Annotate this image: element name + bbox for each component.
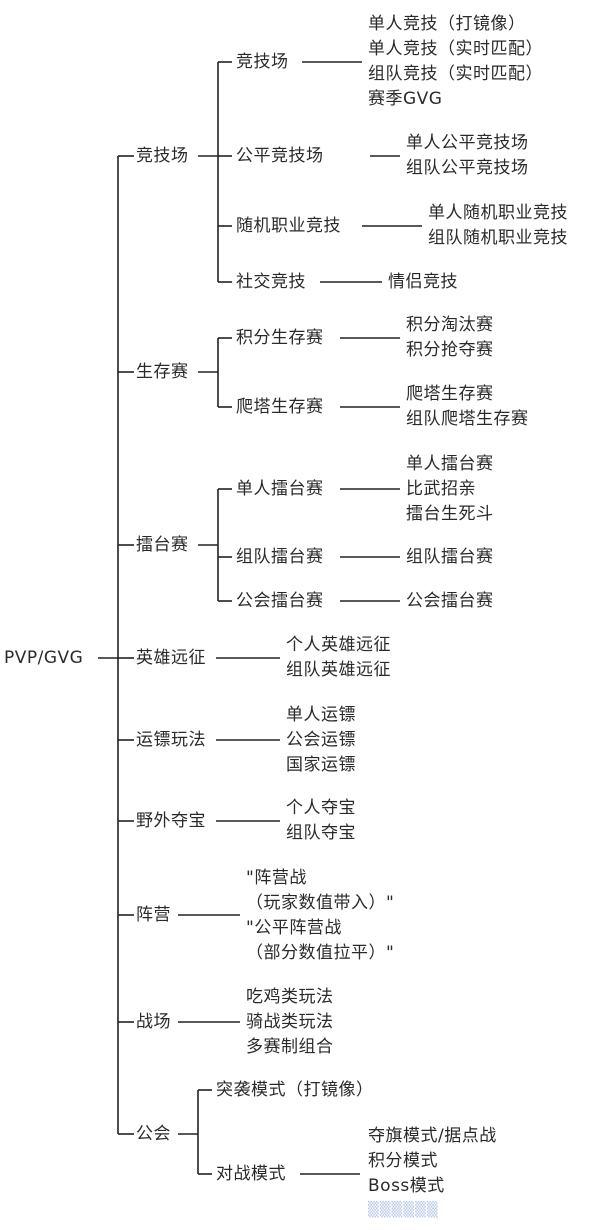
- leaf-item: 情侣竞技: [388, 272, 458, 292]
- leaf-item: 骑战类玩法: [246, 1012, 334, 1032]
- leaf-item: 组队竞技（实时匹配）: [368, 64, 543, 84]
- node-duizhan: 对战模式: [216, 1164, 286, 1184]
- leaf-item: 组队公平竞技场: [406, 158, 529, 178]
- node-leitai: 擂台赛: [136, 535, 189, 555]
- watermark: ▒▒▒▒▒▒: [368, 1202, 439, 1218]
- leaf-item: 积分模式: [368, 1151, 438, 1171]
- node-tuxi: 突袭模式（打镜像）: [216, 1080, 374, 1100]
- node-gonghui-leitai: 公会擂台赛: [236, 591, 324, 611]
- leaf-item: 组队夺宝: [286, 823, 356, 843]
- leaf-item: 擂台生死斗: [406, 504, 494, 524]
- leaf-item: 组队随机职业竞技: [428, 228, 568, 248]
- leaf-item: 公会擂台赛: [406, 591, 494, 611]
- leaf-item: Boss模式: [368, 1176, 445, 1196]
- leaf-item: 公会运镖: [286, 730, 356, 750]
- node-yewai: 野外夺宝: [136, 811, 206, 831]
- node-zudui-leitai: 组队擂台赛: [236, 547, 324, 567]
- node-suiji: 随机职业竞技: [236, 216, 341, 236]
- leaf-item: 单人公平竞技场: [406, 133, 529, 153]
- leaf-item: （玩家数值带入）": [246, 893, 395, 913]
- root-node: PVP/GVG: [4, 648, 84, 668]
- leaf-item: 单人随机职业竞技: [428, 203, 568, 223]
- node-jingjichang-sub: 竞技场: [236, 52, 289, 72]
- node-shengcun: 生存赛: [136, 362, 189, 382]
- leaf-item: 个人夺宝: [286, 798, 356, 818]
- leaf-item: （部分数值拉平）": [246, 943, 395, 963]
- leaf-item: 国家运镖: [286, 755, 356, 775]
- node-gonghui: 公会: [136, 1124, 171, 1144]
- node-jingjichang: 竞技场: [136, 146, 189, 166]
- leaf-item: 吃鸡类玩法: [246, 987, 334, 1007]
- leaf-item: "阵营战: [246, 868, 307, 888]
- node-yunbiao: 运镖玩法: [136, 730, 206, 750]
- node-jifen: 积分生存赛: [236, 328, 324, 348]
- leaf-item: 赛季GVG: [368, 89, 443, 109]
- leaf-item: 组队擂台赛: [406, 547, 494, 567]
- node-pata: 爬塔生存赛: [236, 397, 324, 417]
- leaf-item: 组队英雄远征: [286, 660, 391, 680]
- node-zhanchang: 战场: [136, 1012, 171, 1032]
- node-gongping: 公平竞技场: [236, 146, 324, 166]
- node-yingxiong: 英雄远征: [136, 648, 206, 668]
- leaf-item: 比武招亲: [406, 479, 476, 499]
- node-danren-leitai: 单人擂台赛: [236, 479, 324, 499]
- leaf-item: "公平阵营战: [246, 918, 342, 938]
- leaf-item: 单人擂台赛: [406, 454, 494, 474]
- leaf-item: 组队爬塔生存赛: [406, 409, 529, 429]
- leaf-item: 爬塔生存赛: [406, 384, 494, 404]
- node-shejiao: 社交竞技: [236, 272, 306, 292]
- leaf-item: 积分淘汰赛: [406, 315, 494, 335]
- leaf-item: 单人竞技（实时匹配）: [368, 39, 543, 59]
- leaf-item: 单人运镖: [286, 705, 356, 725]
- leaf-item: 个人英雄远征: [286, 635, 391, 655]
- leaf-item: 单人竞技（打镜像）: [368, 14, 526, 34]
- leaf-item: 多赛制组合: [246, 1037, 334, 1057]
- leaf-item: 积分抢夺赛: [406, 340, 494, 360]
- leaf-item: 夺旗模式/据点战: [368, 1126, 497, 1146]
- node-zhenying: 阵营: [136, 905, 171, 925]
